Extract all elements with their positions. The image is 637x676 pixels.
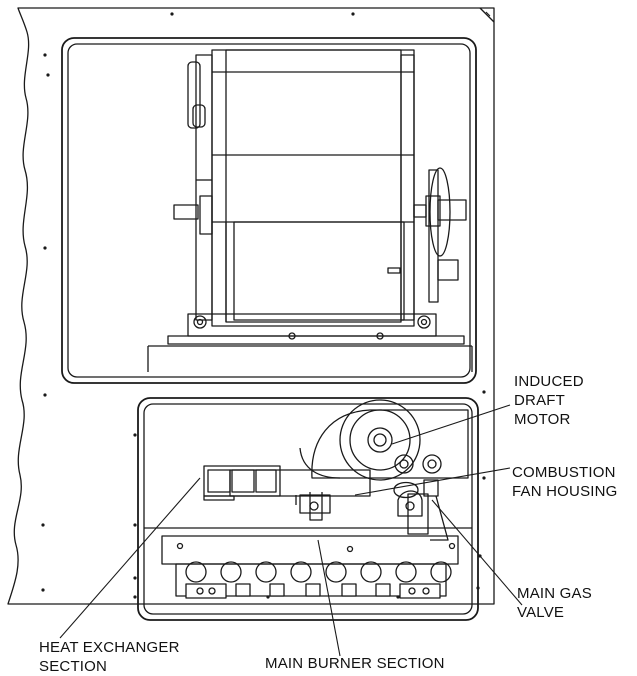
label-main-gas-valve: MAIN GAS VALVE (517, 585, 592, 621)
label-heat-exchanger-section: HEAT EXCHANGER SECTION (39, 639, 180, 675)
pulley (429, 167, 451, 257)
label-main-burner-section: MAIN BURNER SECTION (265, 655, 445, 672)
inducer-assembly (229, 399, 469, 541)
burner-compartment (137, 397, 479, 621)
panel-screws (41, 12, 486, 599)
label-combustion-fan-housing: COMBUSTION FAN HOUSING (512, 464, 618, 500)
leader-lines (59, 404, 523, 657)
gas-valve (397, 490, 423, 517)
burner-manifold (144, 527, 472, 599)
blower-assembly (147, 49, 473, 372)
blower-compartment (61, 37, 477, 384)
label-induced-draft-motor: INDUCED DRAFT MOTOR (514, 373, 584, 428)
cabinet-panel (7, 7, 495, 605)
heat-exchanger-assembly (203, 465, 331, 521)
